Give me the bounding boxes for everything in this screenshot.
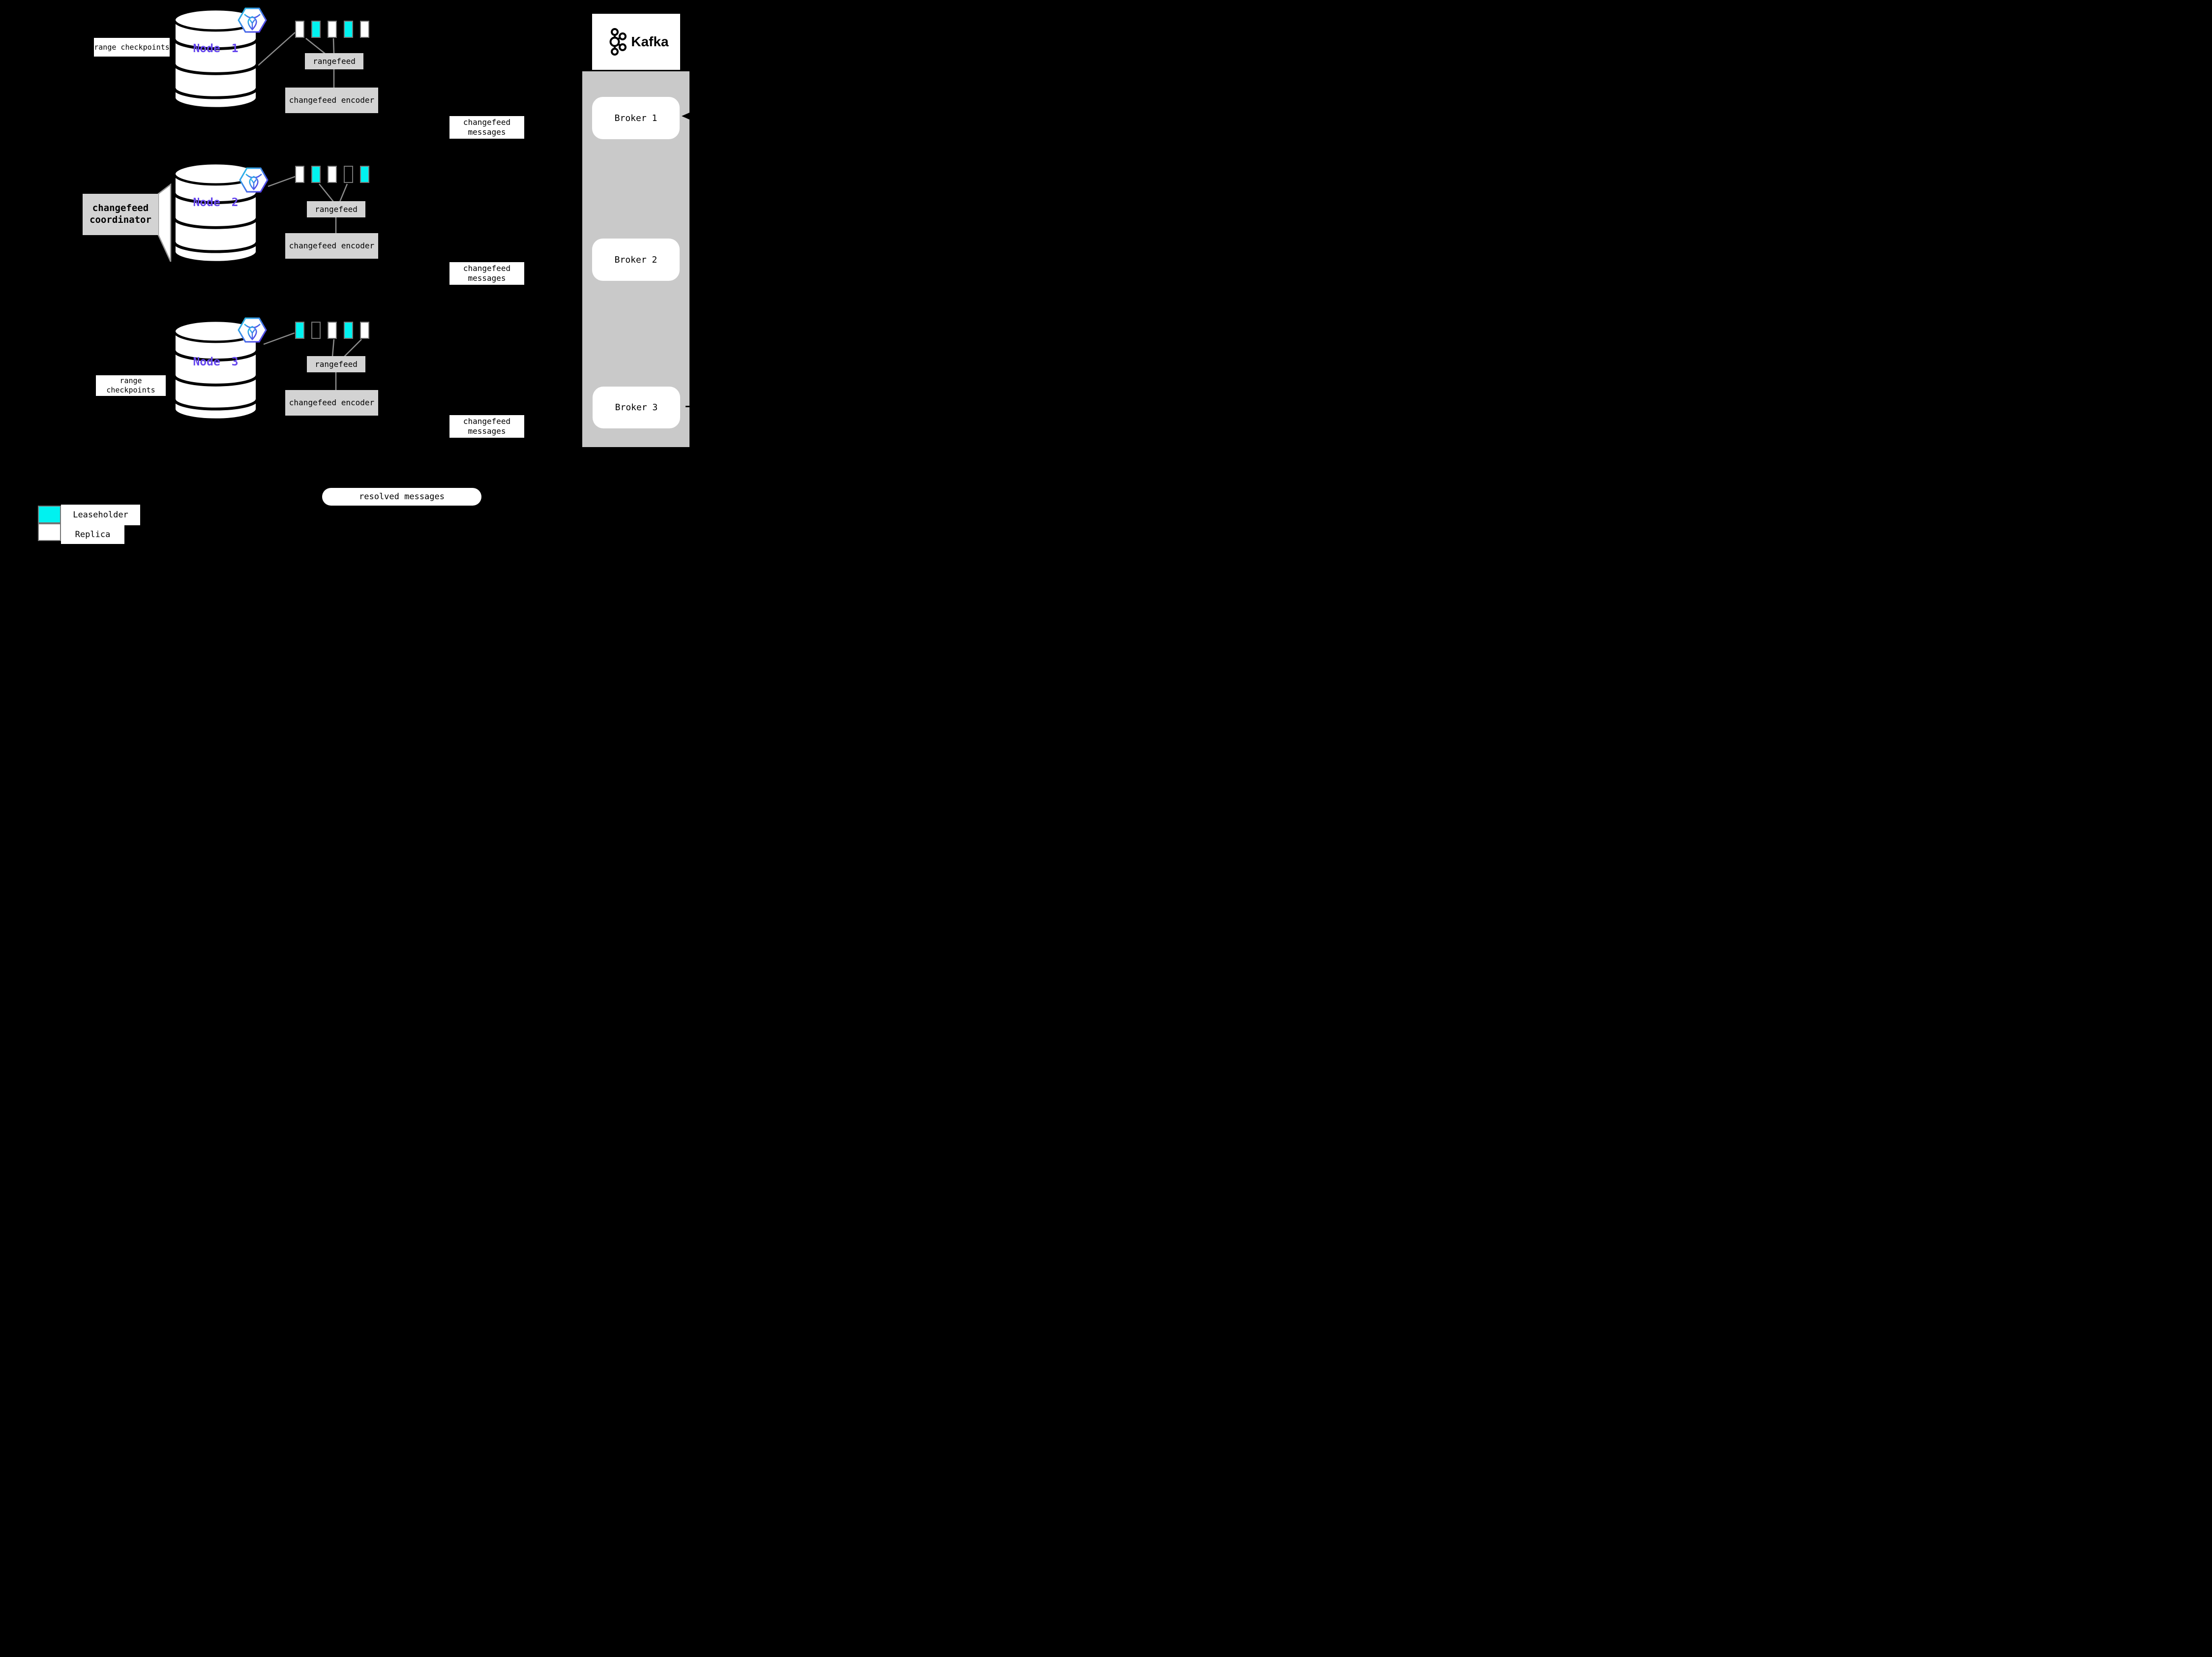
node3-range-3 xyxy=(328,322,337,339)
node3-changefeed-encoder-box: changefeed encoder xyxy=(285,390,378,416)
kafka-logo-box: Kafka xyxy=(592,14,680,70)
broker-2-box: Broker 2 xyxy=(592,239,680,281)
changefeed-messages-label-3: changefeed messages xyxy=(449,415,524,438)
node3-range-5 xyxy=(360,322,369,339)
cockroachdb-icon xyxy=(238,317,267,343)
legend-replica-label: Replica xyxy=(61,525,124,544)
legend-leaseholder-swatch xyxy=(38,506,61,523)
changefeed-messages-label-2: changefeed messages xyxy=(449,262,524,285)
node2-label: Node 2 xyxy=(193,196,239,209)
arrowhead-tick-icon xyxy=(686,406,690,407)
node2-range-4 xyxy=(344,166,353,183)
node3-database-cylinder-icon xyxy=(173,320,259,421)
coordinator-ribbon xyxy=(157,183,172,262)
connector-lines xyxy=(258,32,362,390)
changefeed-messages-label-1: changefeed messages xyxy=(449,116,524,139)
cockroachdb-icon xyxy=(239,167,269,193)
resolved-messages-pill: resolved messages xyxy=(322,488,481,506)
kafka-icon xyxy=(609,28,627,56)
node2-range-1 xyxy=(295,166,304,183)
node1-rangefeed-box: rangefeed xyxy=(305,53,363,69)
node2-rangefeed-box: rangefeed xyxy=(307,201,365,217)
range-checkpoints-label-top: range checkpoints xyxy=(94,38,170,57)
broker-3-box: Broker 3 xyxy=(593,387,680,428)
node1-range-2 xyxy=(311,21,321,38)
node3-range-4 xyxy=(344,322,353,339)
node2-range-5 xyxy=(360,166,369,183)
node2-changefeed-encoder-box: changefeed encoder xyxy=(285,233,378,259)
node1-range-3 xyxy=(328,21,337,38)
broker-1-box: Broker 1 xyxy=(592,97,680,139)
node1-range-1 xyxy=(295,21,304,38)
node1-range-4 xyxy=(344,21,353,38)
node1-range-5 xyxy=(360,21,369,38)
node1-changefeed-encoder-box: changefeed encoder xyxy=(285,88,378,113)
arrowhead-left-icon xyxy=(682,113,689,120)
legend-leaseholder-label: Leaseholder xyxy=(61,505,140,525)
changefeed-coordinator-box: changefeed coordinator xyxy=(83,194,158,235)
node2-range-2 xyxy=(311,166,321,183)
cockroachdb-icon xyxy=(238,7,267,33)
diagram-canvas: range checkpoints Node 1 rangefeed chang… xyxy=(0,0,737,552)
node3-rangefeed-box: rangefeed xyxy=(307,356,365,372)
node1-label: Node 1 xyxy=(193,42,239,55)
connector-overlay xyxy=(157,32,362,390)
node3-range-2 xyxy=(311,322,321,339)
node3-range-1 xyxy=(295,322,304,339)
kafka-logo-text: Kafka xyxy=(631,34,669,49)
range-checkpoints-label-bottom: range checkpoints xyxy=(96,375,166,396)
node2-range-3 xyxy=(328,166,337,183)
node1-database-cylinder-icon xyxy=(173,8,259,110)
node3-label: Node 3 xyxy=(193,356,239,368)
legend-replica-swatch xyxy=(38,523,61,541)
